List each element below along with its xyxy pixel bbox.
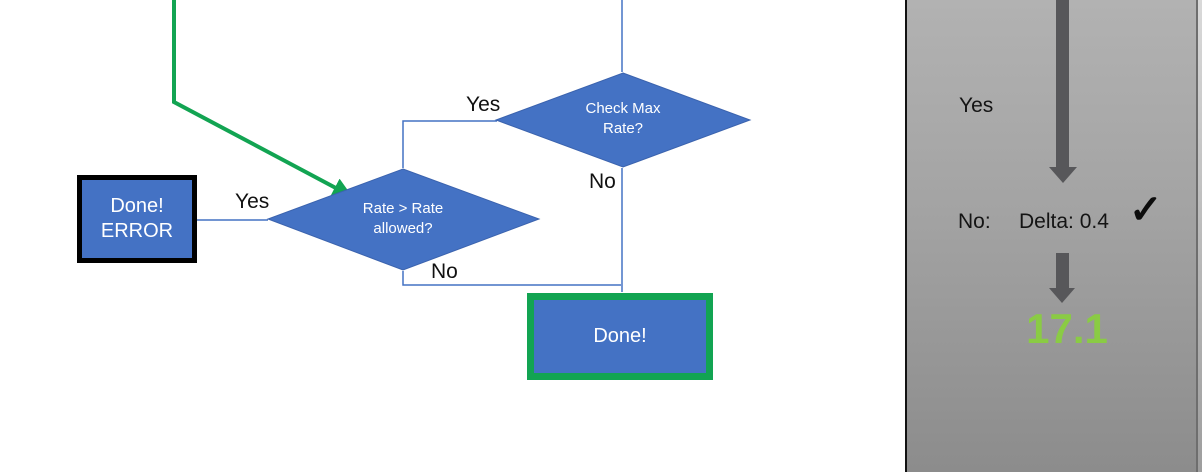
done-box-label: Done! (593, 325, 647, 347)
done-box[interactable]: Done! (527, 293, 713, 380)
panel-down-arrow-top-shaft (1056, 0, 1069, 168)
panel-no-label: No: (958, 210, 991, 233)
panel-yes-label: Yes (959, 94, 994, 117)
rate-allowed-diamond[interactable] (266, 168, 541, 271)
rate-allowed-diamond-text: Rate > Rate allowed? (303, 199, 503, 239)
check-max-rate-diamond[interactable] (494, 72, 752, 168)
panel-down-arrow-bottom-shaft (1056, 253, 1069, 289)
check-max-rate-diamond-text: Check Max Rate? (523, 99, 723, 139)
rate-yes-label: Yes (235, 190, 270, 213)
check-mark-icon: ✓ (1129, 188, 1163, 232)
panel-down-arrow-bottom-head (1049, 288, 1075, 303)
panel-down-arrow-top-head (1049, 167, 1077, 183)
rate-no-label: No (431, 260, 458, 283)
connector-check-max-yes[interactable] (402, 120, 497, 168)
done-error-line2: ERROR (100, 220, 174, 242)
rate-allowed-line2: allowed? (373, 220, 433, 237)
panel-delta-value: Delta: 0.4 (1019, 210, 1109, 233)
rate-allowed-line1: Rate > Rate (362, 200, 444, 217)
check-max-no-label: No (589, 170, 616, 193)
connector-rate-no-to-done[interactable] (402, 271, 621, 286)
panel-right-divider (1196, 0, 1198, 472)
done-error-line1: Done! (110, 195, 164, 217)
done-error-box[interactable]: Done! ERROR (77, 175, 197, 263)
green-path-arrow[interactable] (172, 0, 353, 197)
side-panel: Yes No: Delta: 0.4 ✓ 17.1 (905, 0, 1196, 472)
check-max-yes-label: Yes (466, 93, 501, 116)
check-max-line2: Rate? (602, 120, 644, 137)
check-max-line1: Check Max (585, 100, 661, 117)
window-edge-strip (1198, 0, 1202, 472)
panel-result-value: 17.1 (1026, 305, 1108, 352)
